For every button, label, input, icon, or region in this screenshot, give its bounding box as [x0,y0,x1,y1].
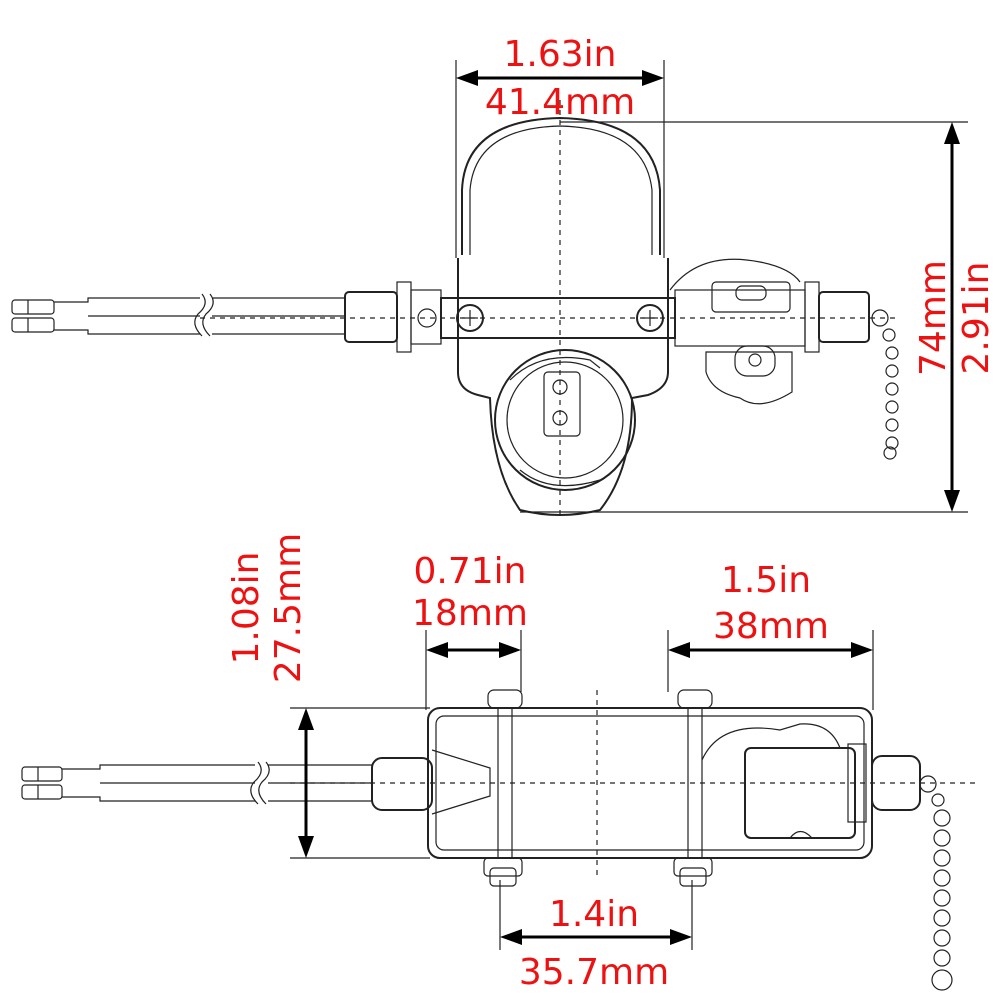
switch-side [701,723,921,839]
bracket-in-label: 0.71in [414,551,527,592]
right-span-arrow [668,642,873,658]
pull-chain-side [919,775,953,991]
width-in-label: 1.63in [504,34,617,75]
switch-top [669,258,801,405]
height-arrow-top [944,122,960,512]
width-mm-label: 41.4mm [485,82,635,123]
wire-leads-side [21,761,372,805]
top-view: 1.63in 41.4mm 74mm 2.91in [11,34,997,520]
bolt-spacing-arrow [500,929,692,945]
bolt-spacing-mm-label: 35.7mm [519,952,669,993]
bracket-mm-label: 18mm [412,593,528,634]
bolt-spacing-in-label: 1.4in [549,894,639,935]
bracket-arrow [426,642,521,658]
height-arrow-side [298,708,314,858]
width-arrow-top [456,70,664,86]
side-view: 1.08in 27.5mm 0.71in 18mm 1.5in 38mm 1.4… [21,533,975,993]
right-span-in-label: 1.5in [721,560,811,601]
pull-chain-top [871,309,899,460]
side-height-in-label: 1.08in [226,552,267,665]
side-height-mm-label: 27.5mm [268,533,309,683]
bolt-right [673,689,713,887]
height-in-label: 2.91in [956,262,997,375]
height-mm-label: 74mm [913,260,954,376]
right-span-mm-label: 38mm [713,606,829,647]
wire-leads-top [11,293,345,337]
cylinder-left [371,757,433,811]
